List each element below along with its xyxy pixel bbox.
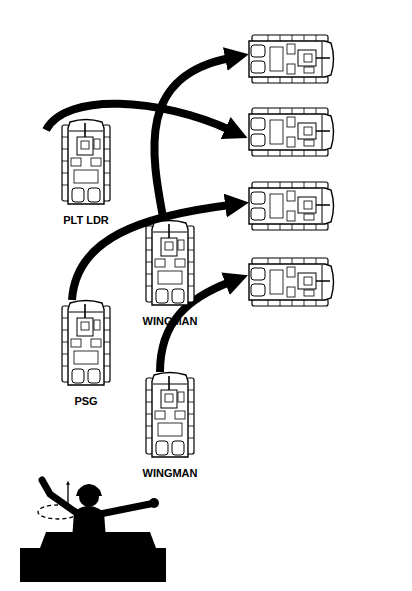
vehicle-node: WINGMAN	[128, 370, 212, 479]
vehicle-label: WINGMAN	[128, 315, 212, 327]
motion-arrow	[67, 484, 68, 504]
vehicle-node: PSG	[44, 298, 128, 407]
motion-loop	[38, 505, 78, 519]
soldier-arm	[42, 480, 78, 514]
vehicle-shape	[60, 117, 112, 209]
vehicle-shape	[60, 298, 112, 390]
vehicle-position	[249, 182, 334, 230]
vehicle-icon	[62, 301, 110, 386]
vehicle-node: WINGMAN	[128, 218, 212, 327]
vehicle-label: PLT LDR	[44, 214, 128, 226]
helmet	[76, 484, 102, 496]
soldier-hand	[149, 498, 159, 508]
arm-signal-figure	[20, 480, 166, 582]
vehicle-node: PLT LDR	[44, 117, 128, 226]
vehicle-shape	[144, 218, 196, 310]
vehicle-icon	[62, 120, 110, 205]
vehicle-position	[249, 108, 334, 156]
soldier-arm	[100, 504, 150, 514]
vehicle-shape	[144, 370, 196, 462]
vehicle-icon	[146, 373, 194, 458]
vehicle-icon	[146, 221, 194, 306]
vehicle-label: WINGMAN	[128, 467, 212, 479]
vehicle-position	[249, 35, 334, 83]
movement-arrow	[154, 58, 230, 222]
vehicle-label: PSG	[44, 395, 128, 407]
vehicle-position	[249, 258, 334, 306]
